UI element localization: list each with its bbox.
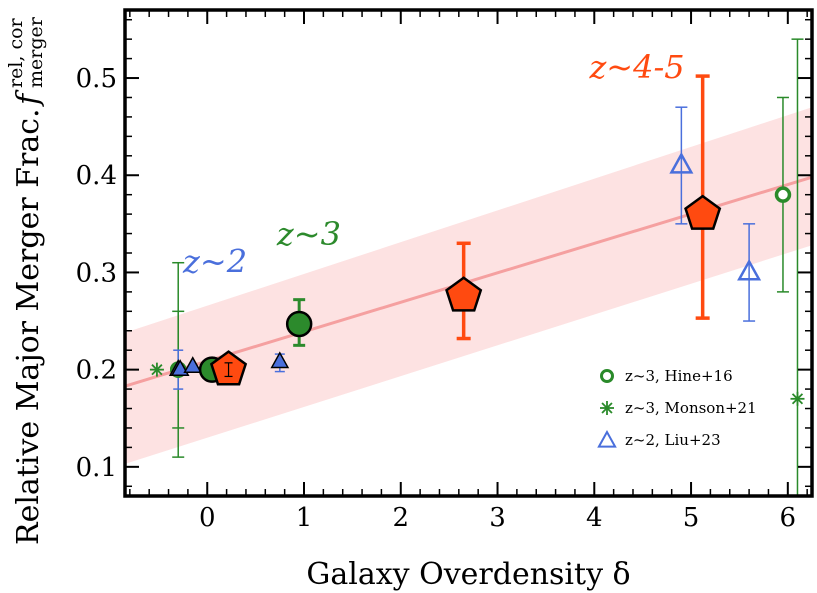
legend: z~3, Hine+16 z~3, Monson+21 z~2, Liu+23 [597,367,757,449]
annotation-layer: z~2 z~3 z~4-5 [182,48,685,280]
x-tick-label: 2 [392,503,409,533]
x-tick-label: 6 [780,503,797,533]
y-tick-label: 0.5 [76,64,117,94]
liu-point-0 [669,151,694,174]
legend-label: z~3, Monson+21 [625,399,757,417]
legend-label: z~3, Hine+16 [625,367,733,385]
y-tick-label: 0.2 [76,356,117,386]
marker-layer [149,151,805,406]
z45-filled-inner-errbar-0 [224,362,233,378]
z45-filled-point-2 [684,194,722,230]
legend-entry-2: z~2, Liu+23 [597,429,721,449]
legend-entry-0: z~3, Hine+16 [600,367,733,385]
legend-marker [600,401,614,415]
x-tick-label: 3 [489,503,506,533]
y-axis-title-superscript: rel, cor [5,17,27,88]
legend-marker-stroke [601,402,613,414]
legend-marker [597,429,617,448]
x-axis-title: Galaxy Overdensity δ [306,557,630,592]
monson-point-0 [149,362,164,377]
y-tick-label: 0.1 [76,453,117,483]
z3-filled-point-1 [285,310,313,338]
hine-point-2 [774,186,792,203]
annotation-label-1: z~3 [276,215,341,253]
liu-errbar-1 [743,223,756,322]
liu-errbar-0 [675,106,688,225]
monson-point-1 [790,391,805,406]
y-axis-title-main: Relative Major Merger Frac. [11,108,46,545]
x-tick-label: 5 [683,503,700,533]
x-tick-label: 4 [586,503,603,533]
y-tick-label: 0.3 [76,258,117,288]
legend-label: z~2, Liu+23 [625,431,721,449]
liu-point-1 [737,258,762,281]
monson-point-0-stroke [151,364,163,376]
x-tick-label: 0 [199,503,216,533]
y-axis-title-subscript: merger [25,16,47,88]
z45-filled-point-1 [445,276,483,312]
monson-errbar-1 [791,38,804,496]
legend-marker [600,369,614,383]
y-tick-label: 0.4 [76,161,117,191]
y-axis-title-symbol: f [11,89,46,107]
legend-entry-1: z~3, Monson+21 [600,399,757,417]
annotation-label-0: z~2 [182,242,247,280]
annotation-label-2: z~4-5 [588,48,684,86]
z2-filled-point-3 [270,351,290,369]
monson-point-1-stroke [791,393,804,405]
x-tick-label: 1 [296,503,313,533]
z2-filled-point-2 [183,356,203,374]
